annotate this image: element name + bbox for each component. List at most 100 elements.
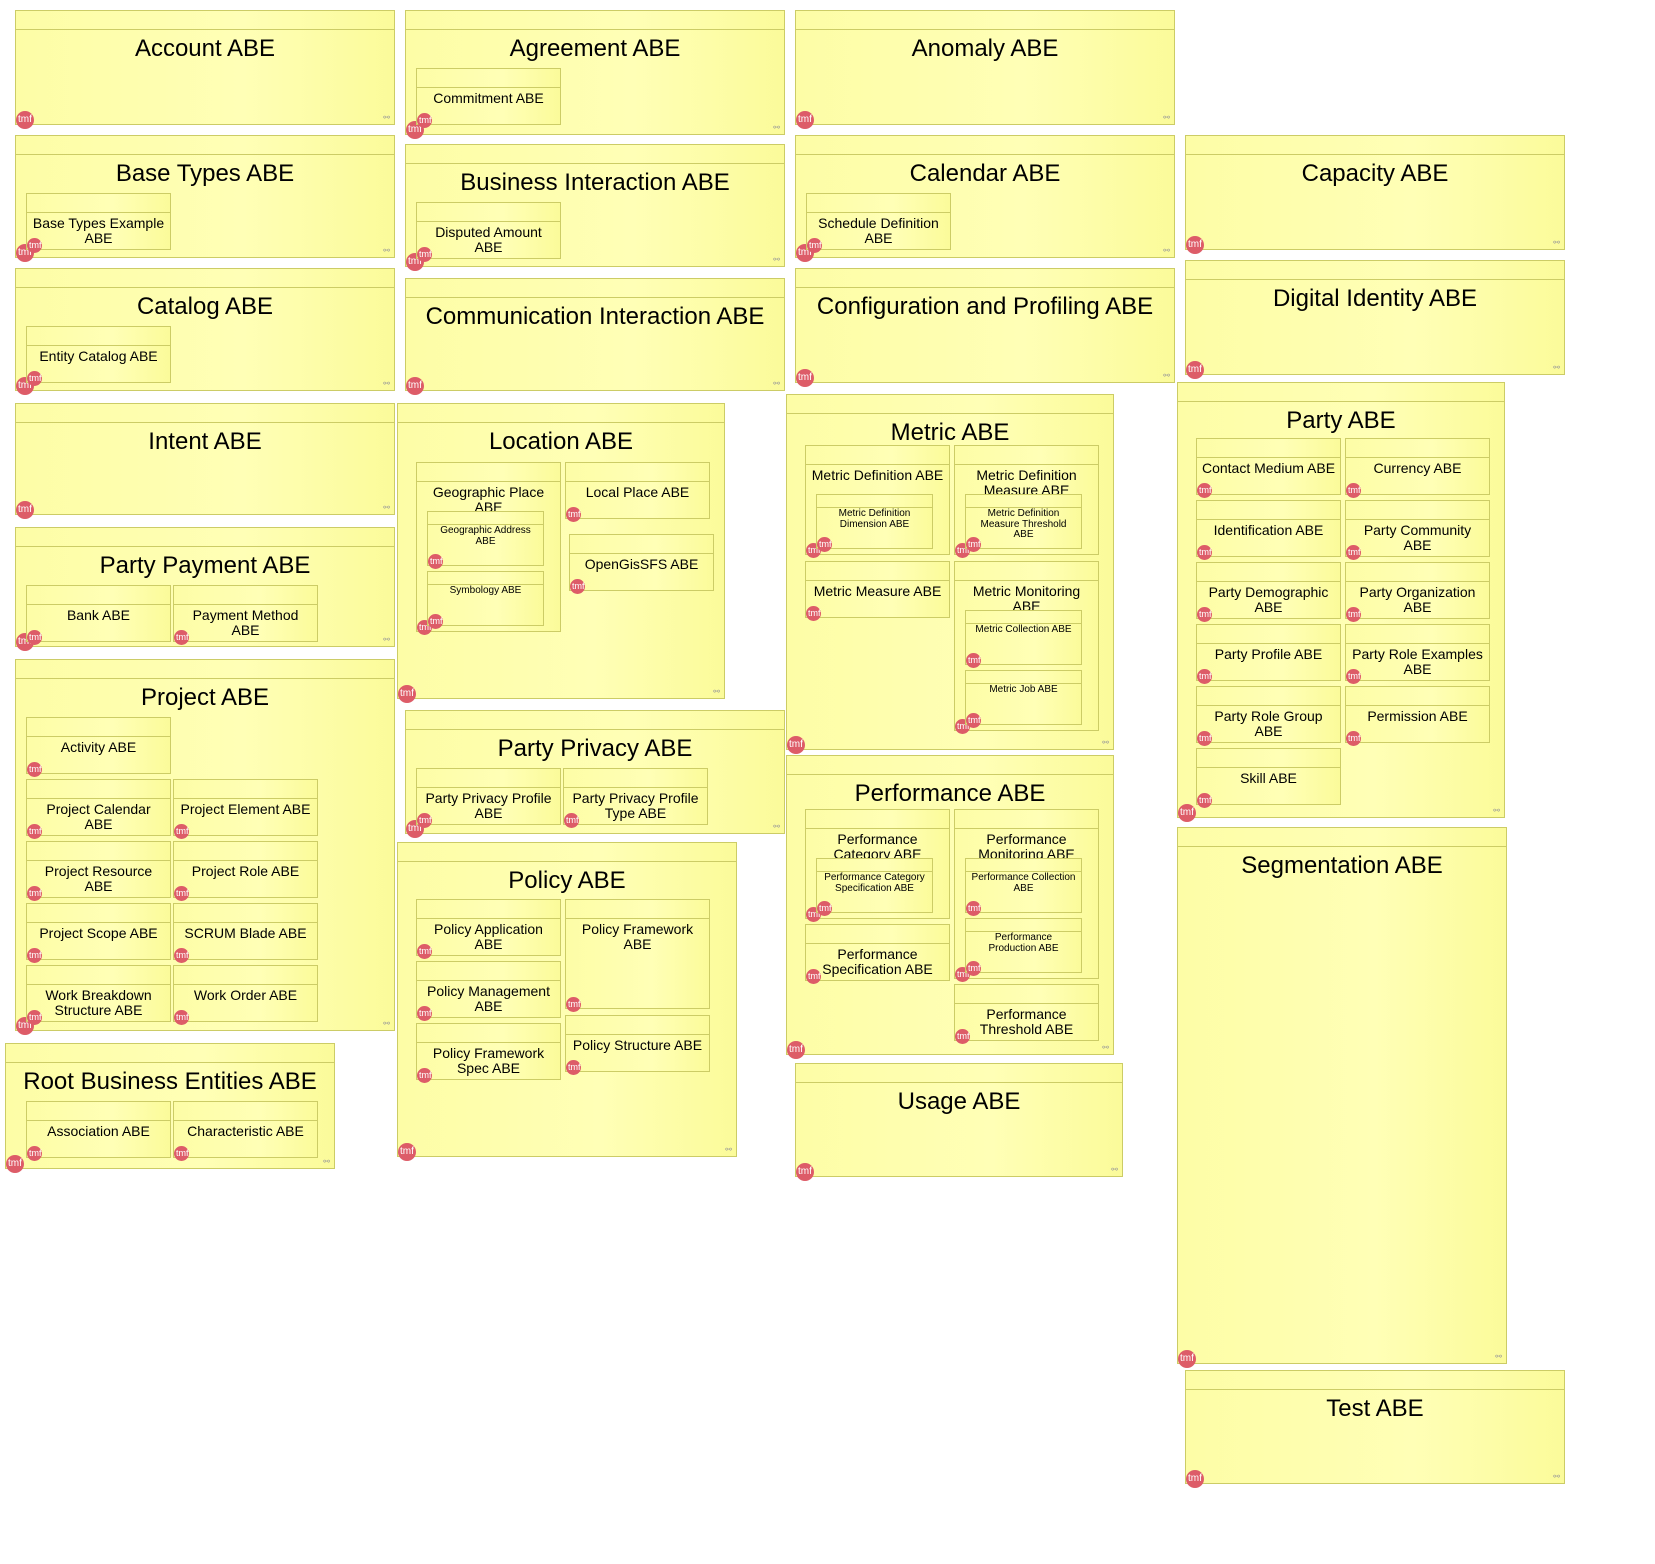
tmf-logo-icon: tmf <box>428 554 443 569</box>
link-icon: ⚯ <box>1163 246 1170 255</box>
tmf-logo-icon: tmf <box>27 948 42 963</box>
package-title: Root Business Entities ABE <box>23 1068 317 1095</box>
package-title: Schedule Definition ABE <box>818 215 939 246</box>
package-title: Performance ABE <box>854 780 1046 807</box>
package-tab <box>417 203 560 222</box>
tmf-logo-icon: tmf <box>1186 1470 1204 1488</box>
package-tab <box>1178 383 1504 402</box>
package-title: OpenGisSFS ABE <box>584 556 699 572</box>
package-tab <box>16 528 394 547</box>
link-icon: ⚯ <box>1553 1472 1560 1481</box>
package-title: Performance Monitoring ABE <box>978 831 1075 862</box>
package-title: Association ABE <box>47 1123 150 1139</box>
package-test-abe[interactable]: Test ABE tmf ⚯ <box>1185 1370 1565 1488</box>
tmf-logo-icon: tmf <box>417 247 432 262</box>
package-title: Test ABE <box>1326 1395 1424 1422</box>
tmf-logo-icon: tmf <box>566 997 581 1012</box>
package-title: Party Demographic ABE <box>1208 584 1329 615</box>
tmf-logo-icon: tmf <box>6 1155 24 1173</box>
tmf-logo-icon: tmf <box>428 614 443 629</box>
